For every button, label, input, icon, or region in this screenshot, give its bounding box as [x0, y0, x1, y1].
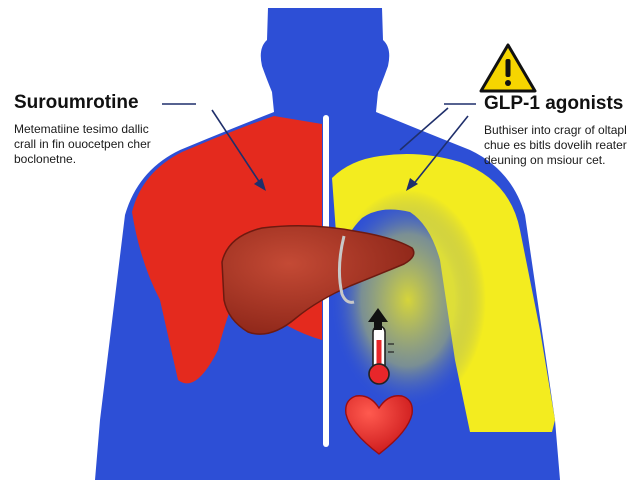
left-drug-title: Suroumrotine	[14, 92, 139, 113]
right-drug-title: GLP-1 agonists	[484, 93, 624, 114]
right-desc-line: chue es bitls dovelih reater	[484, 138, 627, 152]
up-arrow-icon	[368, 308, 388, 330]
left-desc-line: Metematiine tesimo dallic	[14, 122, 149, 136]
warning-icon	[479, 43, 537, 93]
heart-icon	[345, 395, 413, 455]
right-drug-description: Buthiser into cragr of oltapl chue es bi…	[484, 123, 640, 168]
right-yellow-region	[332, 154, 555, 432]
left-callout	[162, 103, 263, 187]
yellow-glow	[330, 190, 486, 410]
right-callout	[399, 103, 476, 187]
left-desc-line: crall in fin ouocetpen cher	[14, 137, 151, 151]
left-drug-label: Suroumrotine Metematiine tesimo dallic c…	[14, 92, 174, 167]
left-drug-description: Metematiine tesimo dallic crall in fin o…	[14, 122, 174, 167]
right-callout-arrowhead	[406, 178, 418, 191]
right-desc-line: Buthiser into cragr of oltapl	[484, 123, 627, 137]
right-desc-line: deuning on msiour cet.	[484, 153, 606, 167]
right-drug-label: GLP-1 agonists Buthiser into cragr of ol…	[484, 93, 640, 168]
left-callout-arrowhead	[254, 178, 266, 191]
liver-icon	[221, 225, 415, 335]
left-desc-line: boclonetne.	[14, 152, 77, 166]
